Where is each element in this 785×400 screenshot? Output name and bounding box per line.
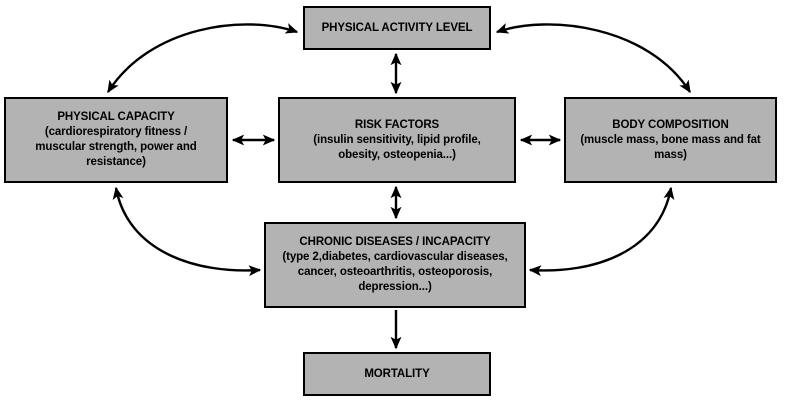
- node-body-composition-label: BODY COMPOSITION (muscle mass, bone mass…: [580, 118, 761, 161]
- node-physical-activity-level-label: PHYSICAL ACTIVITY LEVEL: [321, 21, 473, 34]
- node-risk-factors-label: RISK FACTORS (insulin sensitivity, lipid…: [313, 118, 481, 161]
- node-physical-activity-level[interactable]: PHYSICAL ACTIVITY LEVEL: [303, 6, 491, 50]
- edge-composition-chronic: [528, 186, 675, 277]
- node-chronic-diseases-incapacity-label: CHRONIC DISEASES / INCAPACITY (type 2,di…: [282, 236, 508, 293]
- node-mortality[interactable]: MORTALITY: [303, 352, 491, 396]
- node-physical-capacity-label: PHYSICAL CAPACITY (cardiorespiratory fit…: [35, 111, 197, 168]
- edge-activity-composition: [495, 23, 692, 94]
- edge-capacity-chronic: [112, 186, 262, 277]
- edge-activity-capacity: [106, 23, 299, 94]
- node-body-composition[interactable]: BODY COMPOSITION (muscle mass, bone mass…: [564, 97, 777, 183]
- node-physical-capacity[interactable]: PHYSICAL CAPACITY (cardiorespiratory fit…: [4, 97, 228, 183]
- node-chronic-diseases-incapacity[interactable]: CHRONIC DISEASES / INCAPACITY (type 2,di…: [264, 222, 526, 308]
- node-risk-factors[interactable]: RISK FACTORS (insulin sensitivity, lipid…: [278, 97, 516, 183]
- node-mortality-label: MORTALITY: [364, 367, 430, 380]
